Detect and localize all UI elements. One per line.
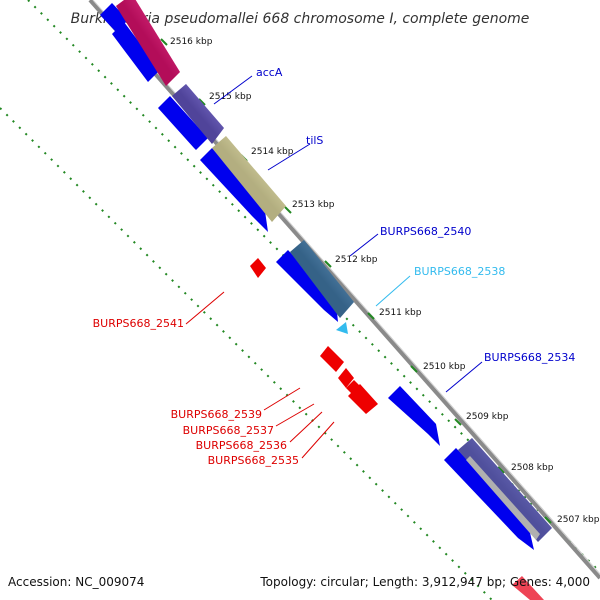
gene-arrow[interactable] [466, 456, 540, 540]
gene-arrow-burps668-2535[interactable] [348, 384, 378, 414]
gene-arrow-burps668-2538[interactable] [336, 322, 348, 334]
ruler-tick-label: 2514 kbp [251, 147, 294, 157]
chromosome-backbone-highlight [92, 0, 600, 575]
gene-label-burps668-2538[interactable]: BURPS668_2538 [414, 265, 505, 278]
gene-track-forward [100, 3, 534, 550]
ruler-tick-label: 2516 kbp [170, 37, 213, 47]
gene-arrow[interactable] [388, 386, 440, 446]
ruler-tick-label: 2513 kbp [292, 200, 335, 210]
accession-text: Accession: NC_009074 [8, 575, 144, 589]
gene-arrow-burps668-2539[interactable] [320, 346, 344, 372]
gene-label-accA[interactable]: accA [256, 66, 283, 79]
gene-leaders [185, 75, 483, 459]
gene-arrow[interactable] [112, 22, 160, 82]
chromosome-backbone [88, 0, 600, 580]
gene-arrow[interactable] [100, 3, 128, 32]
ruler-tick-label: 2512 kbp [335, 255, 378, 265]
gene-label-burps668-2537[interactable]: BURPS668_2537 [183, 424, 274, 437]
gene-label-burps668-2536[interactable]: BURPS668_2536 [196, 439, 287, 452]
gene-track-reverse [250, 258, 378, 414]
ruler-tick-label: 2508 kbp [511, 463, 554, 473]
topology-text: Topology: circular; Length: 3,912,947 bp… [259, 575, 590, 589]
gene-arrow[interactable] [512, 576, 544, 600]
ruler-tick-label: 2510 kbp [423, 362, 466, 372]
map-title: Burkholderia pseudomallei 668 chromosome… [71, 11, 530, 27]
ruler-tick-label: 2509 kbp [466, 412, 509, 422]
gene-arrow[interactable] [158, 96, 208, 150]
gene-label-burps668-2535[interactable]: BURPS668_2535 [208, 454, 299, 467]
gene-label-burps668-2534[interactable]: BURPS668_2534 [484, 351, 575, 364]
ruler-tick-label: 2507 kbp [557, 515, 600, 525]
gene-label-burps668-2539[interactable]: BURPS668_2539 [171, 408, 262, 421]
gene-arrow-burps668-2541[interactable] [250, 258, 266, 278]
gene-arrow-burps668-2537[interactable] [338, 368, 354, 388]
gene-label-burps668-2540[interactable]: BURPS668_2540 [380, 225, 471, 238]
gene-track-outer [116, 0, 552, 600]
ruler-tick-label: 2511 kbp [379, 308, 422, 318]
gene-arrow[interactable] [276, 250, 338, 322]
gene-label-tilS[interactable]: tilS [306, 134, 323, 147]
gene-label-burps668-2541[interactable]: BURPS668_2541 [93, 317, 184, 330]
ruler-tick-label: 2515 kbp [209, 92, 252, 102]
gene-arrow[interactable] [200, 148, 268, 232]
gene-arrow[interactable] [444, 448, 534, 550]
